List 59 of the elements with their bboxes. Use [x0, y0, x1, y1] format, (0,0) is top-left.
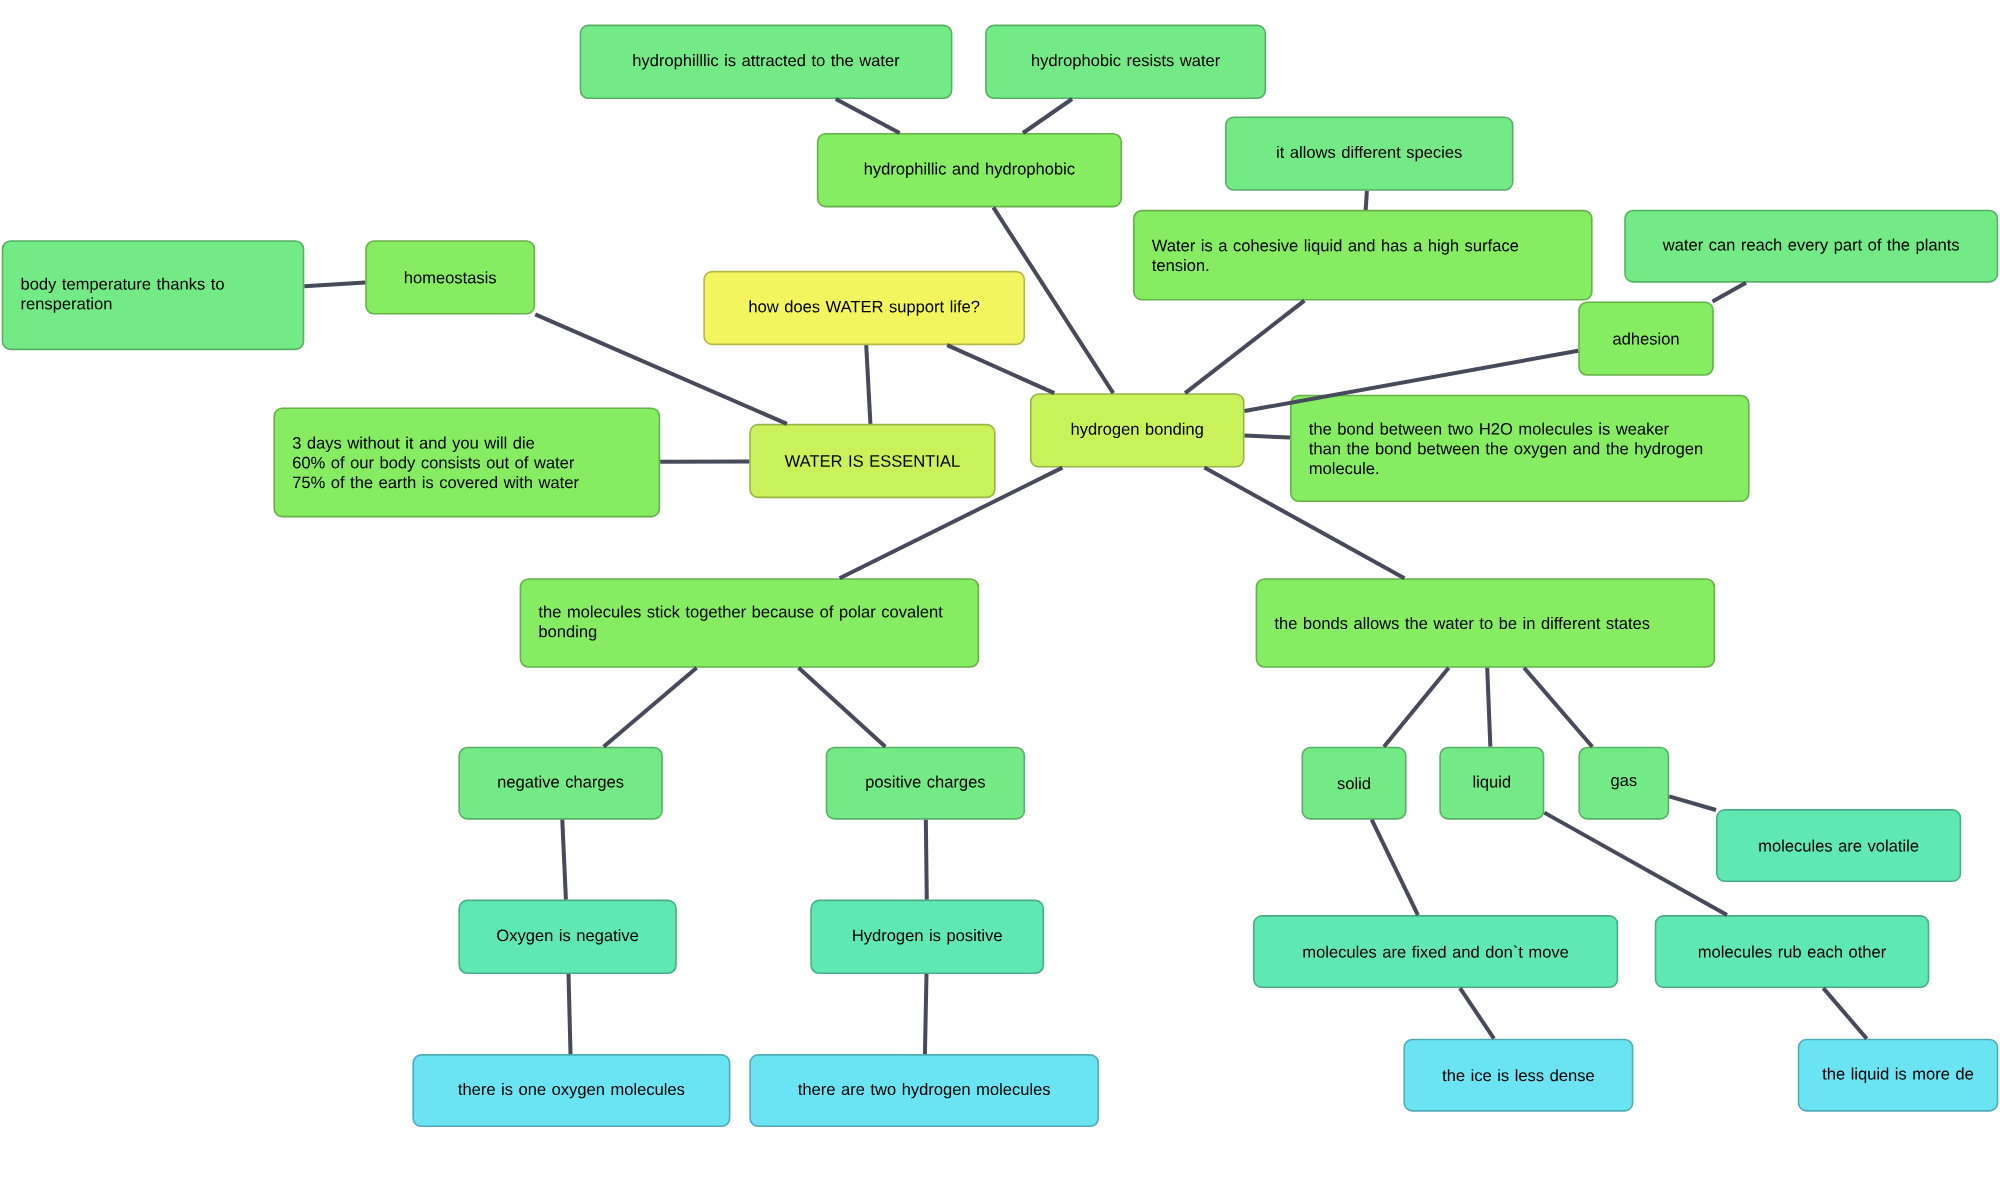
topic-box: Water is a cohesive liquid and has a high surface tension. — [1133, 209, 1593, 301]
topic-box: there is one oxygen molecules — [412, 1054, 731, 1128]
connector-line — [304, 280, 366, 289]
topic-box: hydrophilllic is attracted to the water — [579, 24, 953, 99]
connector-line — [660, 459, 750, 464]
connector-line — [560, 819, 568, 900]
connector-line — [1711, 280, 1747, 304]
topic-box: gas — [1578, 746, 1670, 820]
topic-box: the bonds allows the water to be in different states — [1255, 578, 1716, 668]
topic-box: negative charges — [458, 746, 663, 820]
topic-box: Hydrogen is positive — [810, 899, 1045, 974]
connector-line — [1543, 810, 1728, 917]
connector-line — [1021, 97, 1074, 135]
connector-line — [1522, 666, 1594, 748]
topic-box: hydrogen bonding — [1029, 393, 1245, 468]
connector-line — [797, 666, 887, 749]
topic-box: water can reach every part of the plants — [1624, 209, 1999, 283]
connector-line — [834, 97, 901, 135]
topic-box: hydrophillic and hydrophobic — [816, 133, 1122, 208]
topic-box: homeostasis — [365, 240, 536, 315]
connector-line — [922, 973, 929, 1055]
topic-box: body temperature thanks to rensperation — [1, 240, 305, 351]
connector-line — [1183, 299, 1306, 395]
connector-line — [1668, 794, 1717, 812]
connector-line — [534, 312, 788, 426]
topic-box: there are two hydrogen molecules — [749, 1054, 1100, 1128]
connector-line — [1244, 348, 1579, 413]
connector-line — [1485, 667, 1493, 747]
topic-box: it allows different species — [1224, 116, 1514, 191]
topic-box: 3 days without it and you will die 60% of our body consists out of water 75% of the earth is covered with water — [273, 407, 661, 518]
topic-box: the molecules stick together because of polar covalent bonding — [519, 578, 980, 668]
connector-line — [602, 666, 698, 749]
connector-line — [1363, 190, 1369, 210]
topic-box: solid — [1301, 746, 1407, 820]
connector-line — [923, 819, 929, 900]
topic-box: WATER IS ESSENTIAL — [749, 423, 996, 499]
connector-line — [864, 345, 873, 424]
topic-box: molecules rub each other — [1654, 915, 1930, 989]
topic-box: molecules are fixed and don`t move — [1253, 915, 1619, 989]
connector-line — [1382, 666, 1451, 748]
topic-box: liquid — [1439, 746, 1545, 820]
topic-box: the bond between two H2O molecules is weaker than the bond between the oxygen and the hydrogen molecule. — [1290, 394, 1750, 503]
connector-line — [838, 465, 1064, 580]
topic-box: the liquid is more de — [1797, 1038, 1999, 1112]
topic-box: how does WATER support life? — [703, 270, 1026, 346]
connector-line — [1369, 818, 1420, 916]
topic-box: Oxygen is negative — [458, 899, 677, 974]
topic-box: adhesion — [1578, 301, 1714, 376]
topic-box: positive charges — [825, 746, 1026, 820]
connector-line — [991, 206, 1115, 395]
connector-line — [1821, 986, 1869, 1040]
topic-box: hydrophobic resists water — [985, 24, 1267, 99]
connector-line — [1458, 987, 1496, 1040]
connector-line — [946, 343, 1056, 396]
connector-line — [1203, 465, 1406, 580]
topic-box: the ice is less dense — [1403, 1038, 1634, 1112]
connector-line — [566, 973, 573, 1055]
connector-line — [1244, 433, 1291, 440]
topic-box: molecules are volatile — [1716, 809, 1962, 883]
